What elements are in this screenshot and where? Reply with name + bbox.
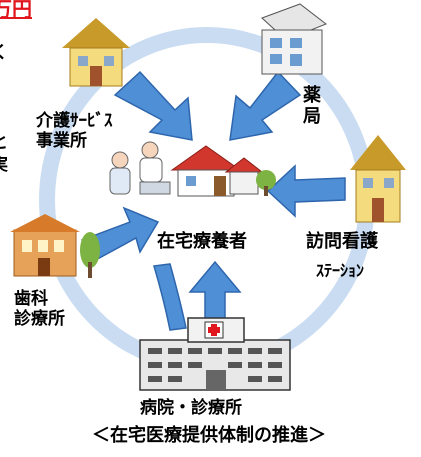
dental-clinic-label: 歯科 診療所: [14, 289, 65, 329]
left-edge-fragment-2: と: [0, 128, 8, 153]
arrow-nurse-to-home: [266, 164, 346, 218]
visiting-nurse-label: 訪問看護: [306, 231, 378, 252]
arrow-home-to-hospital: [153, 263, 187, 331]
home-house-icon: [170, 145, 276, 197]
pharmacy-label: 薬 局: [303, 85, 321, 127]
left-edge-fragment-3: 実: [0, 150, 8, 175]
care-service-house-icon: [62, 18, 130, 87]
home-patient-label: 在宅療養者: [157, 231, 247, 252]
visiting-nurse-house-icon: [350, 135, 406, 223]
left-edge-fragment-1: く: [0, 38, 8, 63]
arrow-care-to-home: [113, 70, 193, 141]
arrow-hospital-to-home: [188, 260, 242, 321]
hospital-clinic-label: 病院・診療所: [140, 398, 242, 418]
hospital-building-icon: [139, 317, 291, 391]
arrow-pharmacy-to-home: [229, 70, 302, 141]
diagram-caption: ＜在宅医療提供体制の推進＞: [92, 425, 326, 446]
caregivers-illustration: [109, 141, 171, 195]
care-service-label: 介護ｻｰﾋﾞｽ 事業所: [36, 111, 113, 151]
visiting-nurse-station-label: ｽﾃｰｼｮﾝ: [316, 261, 365, 280]
top-cropped-text: 万円: [0, 0, 32, 21]
pharmacy-building-icon: [261, 3, 328, 75]
dental-clinic-icon: [10, 214, 100, 278]
